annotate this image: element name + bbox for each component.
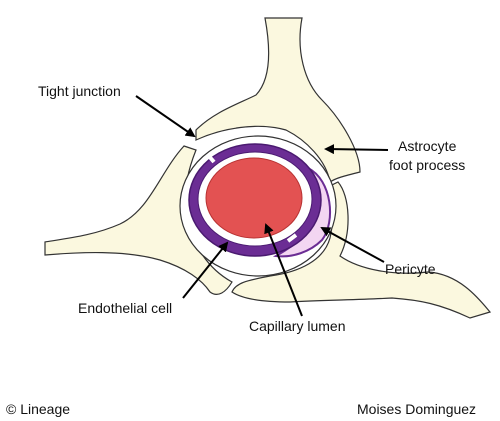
leader-arrows	[135, 95, 389, 317]
label-tight-junction: Tight junction	[38, 83, 121, 99]
label-astrocyte-line2: foot process	[389, 157, 465, 173]
astrocyte-process-top	[195, 17, 361, 184]
arrow-endothelial	[182, 241, 229, 299]
label-capillary-lumen: Capillary lumen	[249, 318, 345, 334]
label-pericyte: Pericyte	[385, 261, 436, 277]
credit-right: Moises Dominguez	[357, 401, 477, 417]
arrow-pericyte	[320, 227, 385, 263]
tight-junction-gap-top	[206, 153, 216, 164]
credit-left: © Lineage	[6, 401, 71, 417]
tight-junction-gap-bottom	[286, 233, 298, 243]
arrow-astrocyte	[324, 144, 389, 155]
label-astrocyte-line1: Astrocyte	[398, 138, 457, 154]
arrow-tight-junction	[135, 95, 196, 138]
arrow-lumen	[264, 223, 303, 317]
label-endothelial: Endothelial cell	[78, 300, 172, 316]
astrocyte-process-bottom	[231, 181, 492, 319]
capillary-lumen	[205, 157, 303, 239]
